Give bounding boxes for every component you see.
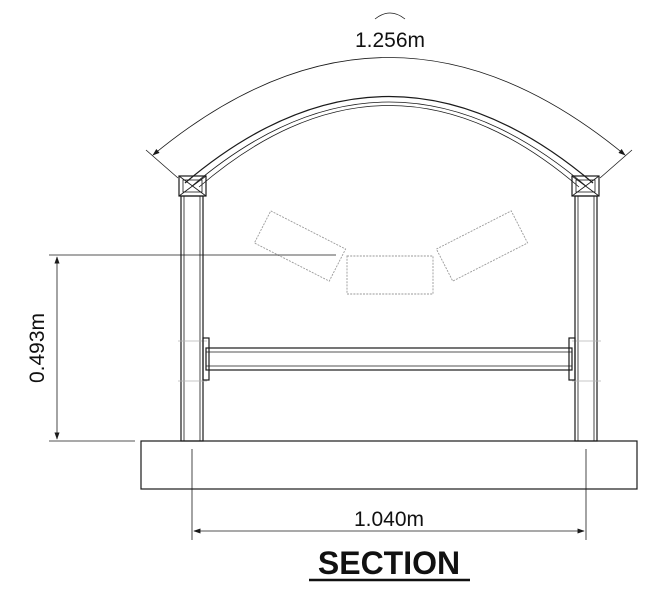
width-dimension: 1.040m	[191, 449, 587, 540]
right-post	[572, 195, 601, 442]
center-idler	[346, 255, 434, 295]
arch-cover	[184, 96, 594, 188]
arc-length-dimension: 1.256m	[145, 12, 633, 179]
height-dimension: 0.493m	[26, 254, 336, 442]
idler-rollers	[253, 210, 529, 295]
section-title: SECTION	[309, 545, 470, 582]
right-wing-idler	[435, 210, 529, 282]
foundation-slab	[140, 440, 638, 490]
arc-length-label: 1.256m	[355, 29, 425, 52]
width-label: 1.040m	[354, 508, 424, 531]
title-text: SECTION	[318, 545, 460, 581]
left-wing-idler	[253, 210, 347, 282]
height-label: 0.493m	[26, 313, 49, 383]
cross-beam	[202, 337, 576, 381]
left-post	[178, 195, 207, 442]
